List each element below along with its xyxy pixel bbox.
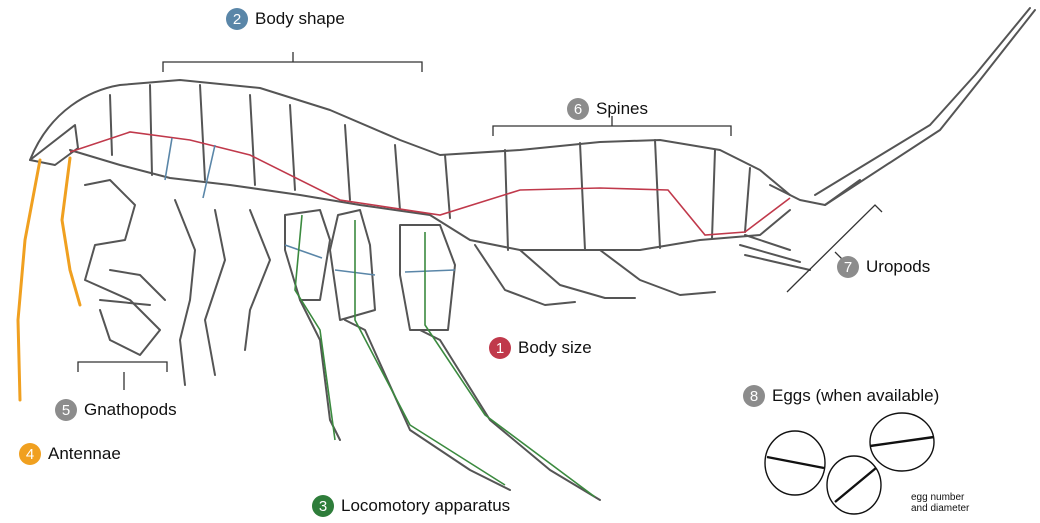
label-body-shape-text: Body shape: [255, 9, 345, 29]
badge-8: 8: [743, 385, 765, 407]
label-gnathopods-text: Gnathopods: [84, 400, 177, 420]
uropods-bracket: [787, 205, 882, 292]
label-spines: 6 Spines: [567, 98, 648, 120]
label-locomotory-text: Locomotory apparatus: [341, 496, 510, 516]
egg-note-line-2: and diameter: [911, 503, 969, 514]
label-body-size: 1 Body size: [489, 337, 592, 359]
badge-2: 2: [226, 8, 248, 30]
gnathopods-bracket: [78, 362, 167, 390]
badge-3: 3: [312, 495, 334, 517]
badge-1: 1: [489, 337, 511, 359]
badge-5: 5: [55, 399, 77, 421]
label-spines-text: Spines: [596, 99, 648, 119]
amphipod-outline: [30, 8, 1035, 500]
label-eggs-text: Eggs (when available): [772, 386, 939, 406]
label-antennae-text: Antennae: [48, 444, 121, 464]
body-shape-lines: [165, 138, 455, 275]
egg-note: egg number and diameter: [911, 492, 969, 514]
badge-7: 7: [837, 256, 859, 278]
badge-4: 4: [19, 443, 41, 465]
brackets: [78, 52, 882, 390]
label-gnathopods: 5 Gnathopods: [55, 399, 177, 421]
label-locomotory: 3 Locomotory apparatus: [312, 495, 510, 517]
label-body-shape: 2 Body shape: [226, 8, 345, 30]
body-shape-bracket: [163, 52, 422, 72]
badge-6: 6: [567, 98, 589, 120]
antennae-highlight: [18, 158, 80, 400]
label-body-size-text: Body size: [518, 338, 592, 358]
body-size-line: [70, 132, 790, 235]
label-uropods-text: Uropods: [866, 257, 930, 277]
label-antennae: 4 Antennae: [19, 443, 121, 465]
label-eggs: 8 Eggs (when available): [743, 385, 939, 407]
eggs-illustration: [765, 413, 934, 514]
label-uropods: 7 Uropods: [837, 256, 930, 278]
egg-note-line-1: egg number: [911, 492, 969, 503]
